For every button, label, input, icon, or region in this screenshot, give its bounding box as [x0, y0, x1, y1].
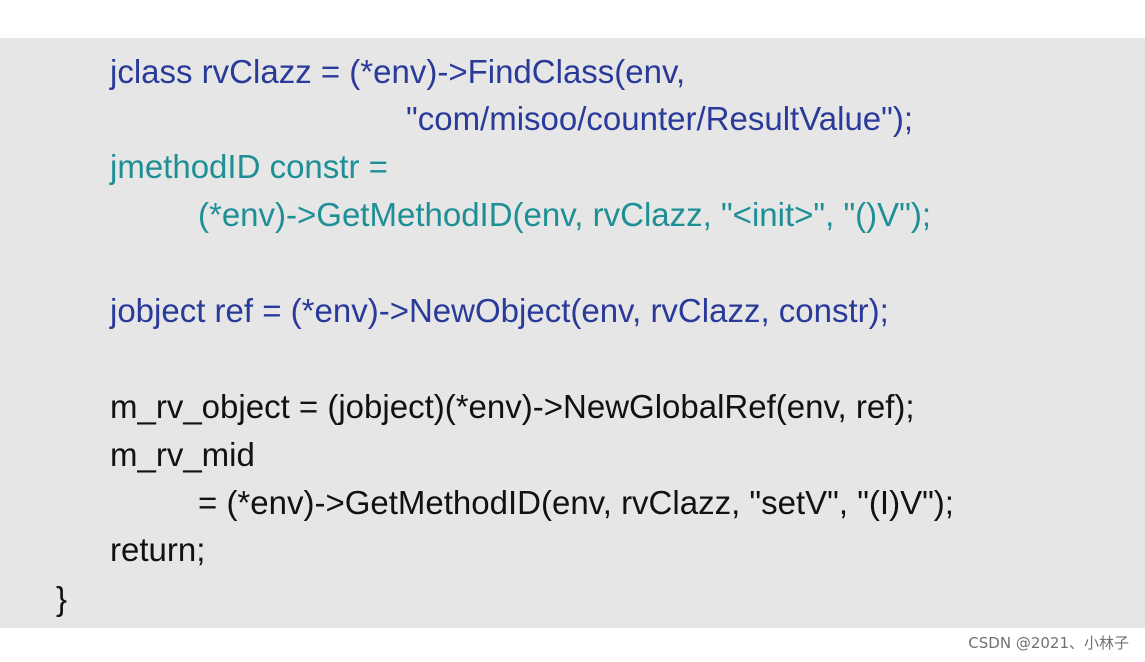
code-closing-brace: } — [56, 580, 68, 617]
csdn-watermark: CSDN @2021、小林子 — [968, 634, 1129, 652]
code-slide — [0, 38, 1145, 628]
code-line-findclass: jclass rvClazz = (*env)->FindClass(env, — [110, 53, 686, 90]
code-line-get-setv: = (*env)->GetMethodID(env, rvClazz, "set… — [198, 484, 954, 521]
code-line-global-ref: m_rv_object = (jobject)(*env)->NewGlobal… — [110, 388, 915, 425]
code-line-class-path: "com/misoo/counter/ResultValue"); — [406, 100, 914, 137]
code-line-new-object: jobject ref = (*env)->NewObject(env, rvC… — [110, 292, 889, 329]
code-line-get-constructor: (*env)->GetMethodID(env, rvClazz, "<init… — [198, 196, 932, 233]
code-line-jmethodid-decl: jmethodID constr = — [110, 148, 388, 185]
code-line-return: return; — [110, 531, 206, 568]
code-line-mid-decl: m_rv_mid — [110, 436, 255, 473]
